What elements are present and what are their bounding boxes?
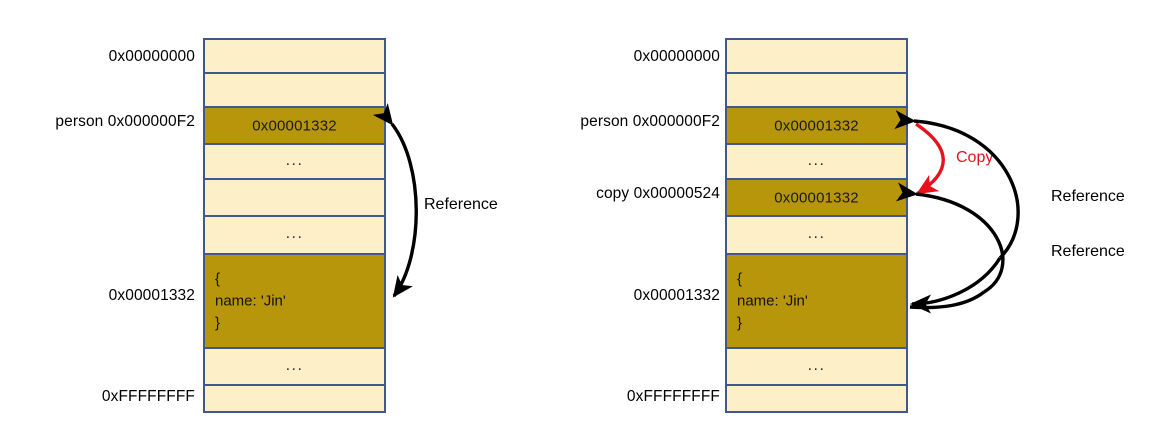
- right-mem-cell-copy-value: 0x00001332: [774, 189, 859, 206]
- right-memory-column: 0x00001332 ... 0x00001332 ... { name: 'J…: [725, 38, 908, 413]
- right-copy-arrow: [915, 122, 945, 195]
- left-addr-label-object: 0x00001332: [108, 287, 195, 304]
- right-mem-cell-object-value: { name: 'Jin' }: [737, 270, 808, 331]
- left-mem-row-object: { name: 'Jin' }: [205, 255, 384, 349]
- left-mem-row-7: ...: [205, 349, 384, 386]
- left-mem-row-person: 0x00001332: [205, 108, 384, 145]
- left-mem-cell-dots-3: ...: [285, 356, 304, 374]
- right-mem-row-1: [727, 74, 906, 108]
- right-mem-row-3: ...: [727, 145, 906, 180]
- right-mem-cell-person-value: 0x00001332: [774, 117, 859, 134]
- left-mem-row-8: [205, 386, 384, 411]
- left-mem-cell-dots-2: ...: [285, 225, 304, 243]
- right-mem-cell-dots-1: ...: [807, 151, 826, 169]
- left-addr-label-0: 0x00000000: [108, 48, 195, 65]
- right-mem-cell-dots-2: ...: [807, 225, 826, 243]
- left-reference-caption: Reference: [424, 196, 498, 213]
- left-addr-label-end: 0xFFFFFFFF: [101, 388, 195, 405]
- right-reference-arrow-1: [894, 110, 1020, 260]
- right-mem-row-object: { name: 'Jin' }: [727, 255, 906, 349]
- right-reference-arrow-2-tail: [909, 290, 986, 310]
- right-mem-row-8: [727, 386, 906, 411]
- right-reference-caption-1: Reference: [1051, 188, 1125, 205]
- right-mem-row-7: ...: [727, 349, 906, 386]
- left-mem-row-3: ...: [205, 145, 384, 180]
- left-mem-row-5: ...: [205, 217, 384, 255]
- left-mem-cell-dots-1: ...: [285, 151, 304, 169]
- right-addr-label-end: 0xFFFFFFFF: [626, 388, 720, 405]
- right-addr-label-0: 0x00000000: [633, 48, 720, 65]
- right-addr-label-object: 0x00001332: [633, 287, 720, 304]
- left-mem-cell-object-value: { name: 'Jin' }: [215, 270, 286, 331]
- left-mem-row-0: [205, 40, 384, 74]
- right-reference-arrow-2: [896, 182, 1005, 294]
- left-memory-column: 0x00001332 ... ... { name: 'Jin' } ...: [203, 38, 386, 413]
- left-reference-arrow: [372, 103, 418, 298]
- right-mem-row-copy: 0x00001332: [727, 180, 906, 217]
- right-mem-row-5: ...: [727, 217, 906, 255]
- left-mem-row-4: [205, 180, 384, 217]
- left-mem-row-1: [205, 74, 384, 108]
- left-mem-cell-person-value: 0x00001332: [252, 117, 337, 134]
- right-mem-cell-dots-3: ...: [807, 356, 826, 374]
- right-copy-caption: Copy: [956, 149, 994, 166]
- right-reference-caption-2: Reference: [1051, 243, 1125, 260]
- right-reference-arrow-1-tail: [909, 257, 1002, 314]
- right-mem-row-0: [727, 40, 906, 74]
- right-addr-label-copy: copy 0x00000524: [596, 185, 720, 202]
- right-mem-row-person: 0x00001332: [727, 108, 906, 145]
- left-addr-label-person: person 0x000000F2: [55, 113, 195, 130]
- right-addr-label-person: person 0x000000F2: [580, 113, 720, 130]
